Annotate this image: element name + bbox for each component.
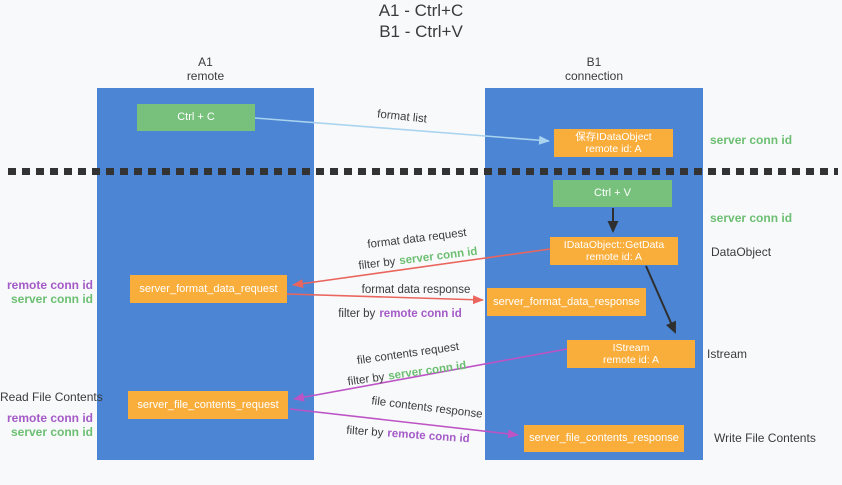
title-line-2: B1 - Ctrl+V: [379, 22, 463, 41]
getdata-title: IDataObject::GetData: [563, 238, 665, 251]
lane-b1-name: B1: [586, 55, 602, 69]
format-data-request-label: format data request: [366, 226, 468, 252]
file-response-filter-label: filter by remote conn id: [346, 425, 470, 446]
remote-conn-id-label-upper: remote conn id: [6, 278, 93, 292]
format-response-filter-label: filter by remote conn id: [338, 308, 462, 320]
getdata-node: IDataObject::GetData remote id: A: [550, 237, 678, 265]
istream-node: IStream remote id: A: [567, 340, 695, 368]
server-conn-id-label-mid: server conn id: [710, 211, 793, 225]
save-idataobject-node: 保存IDataObject remote id: A: [554, 129, 673, 157]
format-data-response-label: format data response: [361, 284, 471, 296]
getdata-remote-id: remote id: A: [585, 251, 643, 263]
server-conn-id-text: server conn id: [398, 245, 479, 268]
server-format-data-response-node: server_format_data_response: [487, 288, 646, 316]
lane-header-b1: B1 connection: [485, 55, 703, 83]
file-contents-response-label: file contents response: [370, 395, 484, 421]
lane-b1-role: connection: [564, 69, 624, 83]
filter-by-text: filter by: [338, 308, 376, 320]
session-separator-dotted-line: [8, 168, 838, 175]
save-idataobject-title: 保存IDataObject: [575, 130, 652, 143]
dataobject-label: DataObject: [711, 245, 772, 259]
lane-a1-name: A1: [198, 55, 213, 69]
remote-conn-id-label-lower: remote conn id: [6, 411, 93, 425]
ctrl-v-node: Ctrl + V: [553, 180, 672, 207]
server-format-data-request-node: server_format_data_request: [130, 275, 287, 303]
server-conn-id-text: server conn id: [387, 359, 468, 383]
server-conn-id-label-lower-left: server conn id: [10, 425, 93, 439]
istream-title: IStream: [612, 341, 650, 354]
lane-header-a1: A1 remote: [97, 55, 314, 83]
remote-conn-id-text: remote conn id: [379, 308, 462, 320]
filter-by-text: filter by: [346, 371, 386, 389]
ctrl-c-node: Ctrl + C: [137, 104, 255, 131]
lane-a1-role: remote: [186, 69, 225, 83]
filter-by-text: filter by: [345, 424, 384, 440]
save-idataobject-remote-id: remote id: A: [585, 143, 642, 155]
server-conn-id-label-upper-left: server conn id: [10, 292, 93, 306]
istream-remote-id: remote id: A: [602, 354, 660, 366]
read-file-contents-label: Read File Contents: [0, 390, 103, 404]
format-list-label: format list: [376, 108, 428, 126]
filter-by-text: filter by: [357, 255, 397, 273]
server-file-contents-response-node: server_file_contents_response: [524, 425, 684, 452]
remote-conn-id-text: remote conn id: [386, 427, 471, 446]
server-conn-id-label-top: server conn id: [710, 133, 793, 147]
write-file-contents-label: Write File Contents: [714, 431, 816, 445]
diagram-title: A1 - Ctrl+C B1 - Ctrl+V: [0, 0, 842, 42]
title-line-1: A1 - Ctrl+C: [378, 1, 464, 20]
server-file-contents-request-node: server_file_contents_request: [128, 391, 288, 419]
istream-side-label: Istream: [707, 347, 748, 361]
